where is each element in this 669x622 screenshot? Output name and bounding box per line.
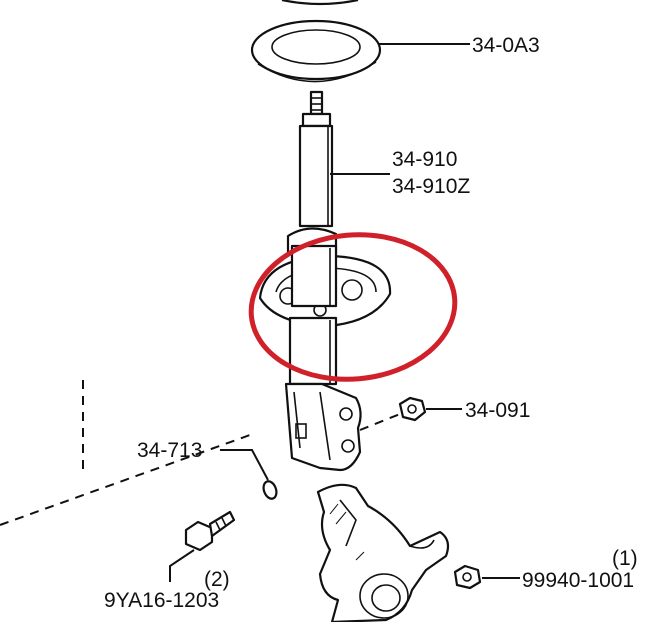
- label-34-910z: 34-910Z: [392, 175, 470, 198]
- label-9ya16-1203: 9YA16-1203: [104, 589, 219, 612]
- top-mount-partial: [281, 0, 359, 6]
- label-34-0a3: 34-0A3: [472, 34, 540, 57]
- label-34-091: 34-091: [465, 399, 530, 422]
- bolt: [184, 510, 236, 552]
- strut-bracket: [284, 382, 362, 472]
- label-bolt-qty: (2): [204, 568, 230, 591]
- highlight-circle: [248, 232, 458, 382]
- label-34-910: 34-910: [392, 148, 457, 171]
- reference-dashed-lines: [0, 380, 401, 526]
- label-flange-nut-qty: (1): [612, 547, 638, 570]
- label-99940-1001: 99940-1001: [522, 569, 634, 592]
- strut-piston-rod: [298, 90, 334, 228]
- leader-lines: [169, 43, 520, 582]
- upper-spring-seat: [250, 19, 382, 83]
- steering-knuckle: [316, 483, 450, 622]
- hex-nut: [398, 396, 427, 422]
- washer: [262, 480, 278, 500]
- flange-nut: [453, 564, 482, 590]
- label-34-713: 34-713: [137, 439, 202, 462]
